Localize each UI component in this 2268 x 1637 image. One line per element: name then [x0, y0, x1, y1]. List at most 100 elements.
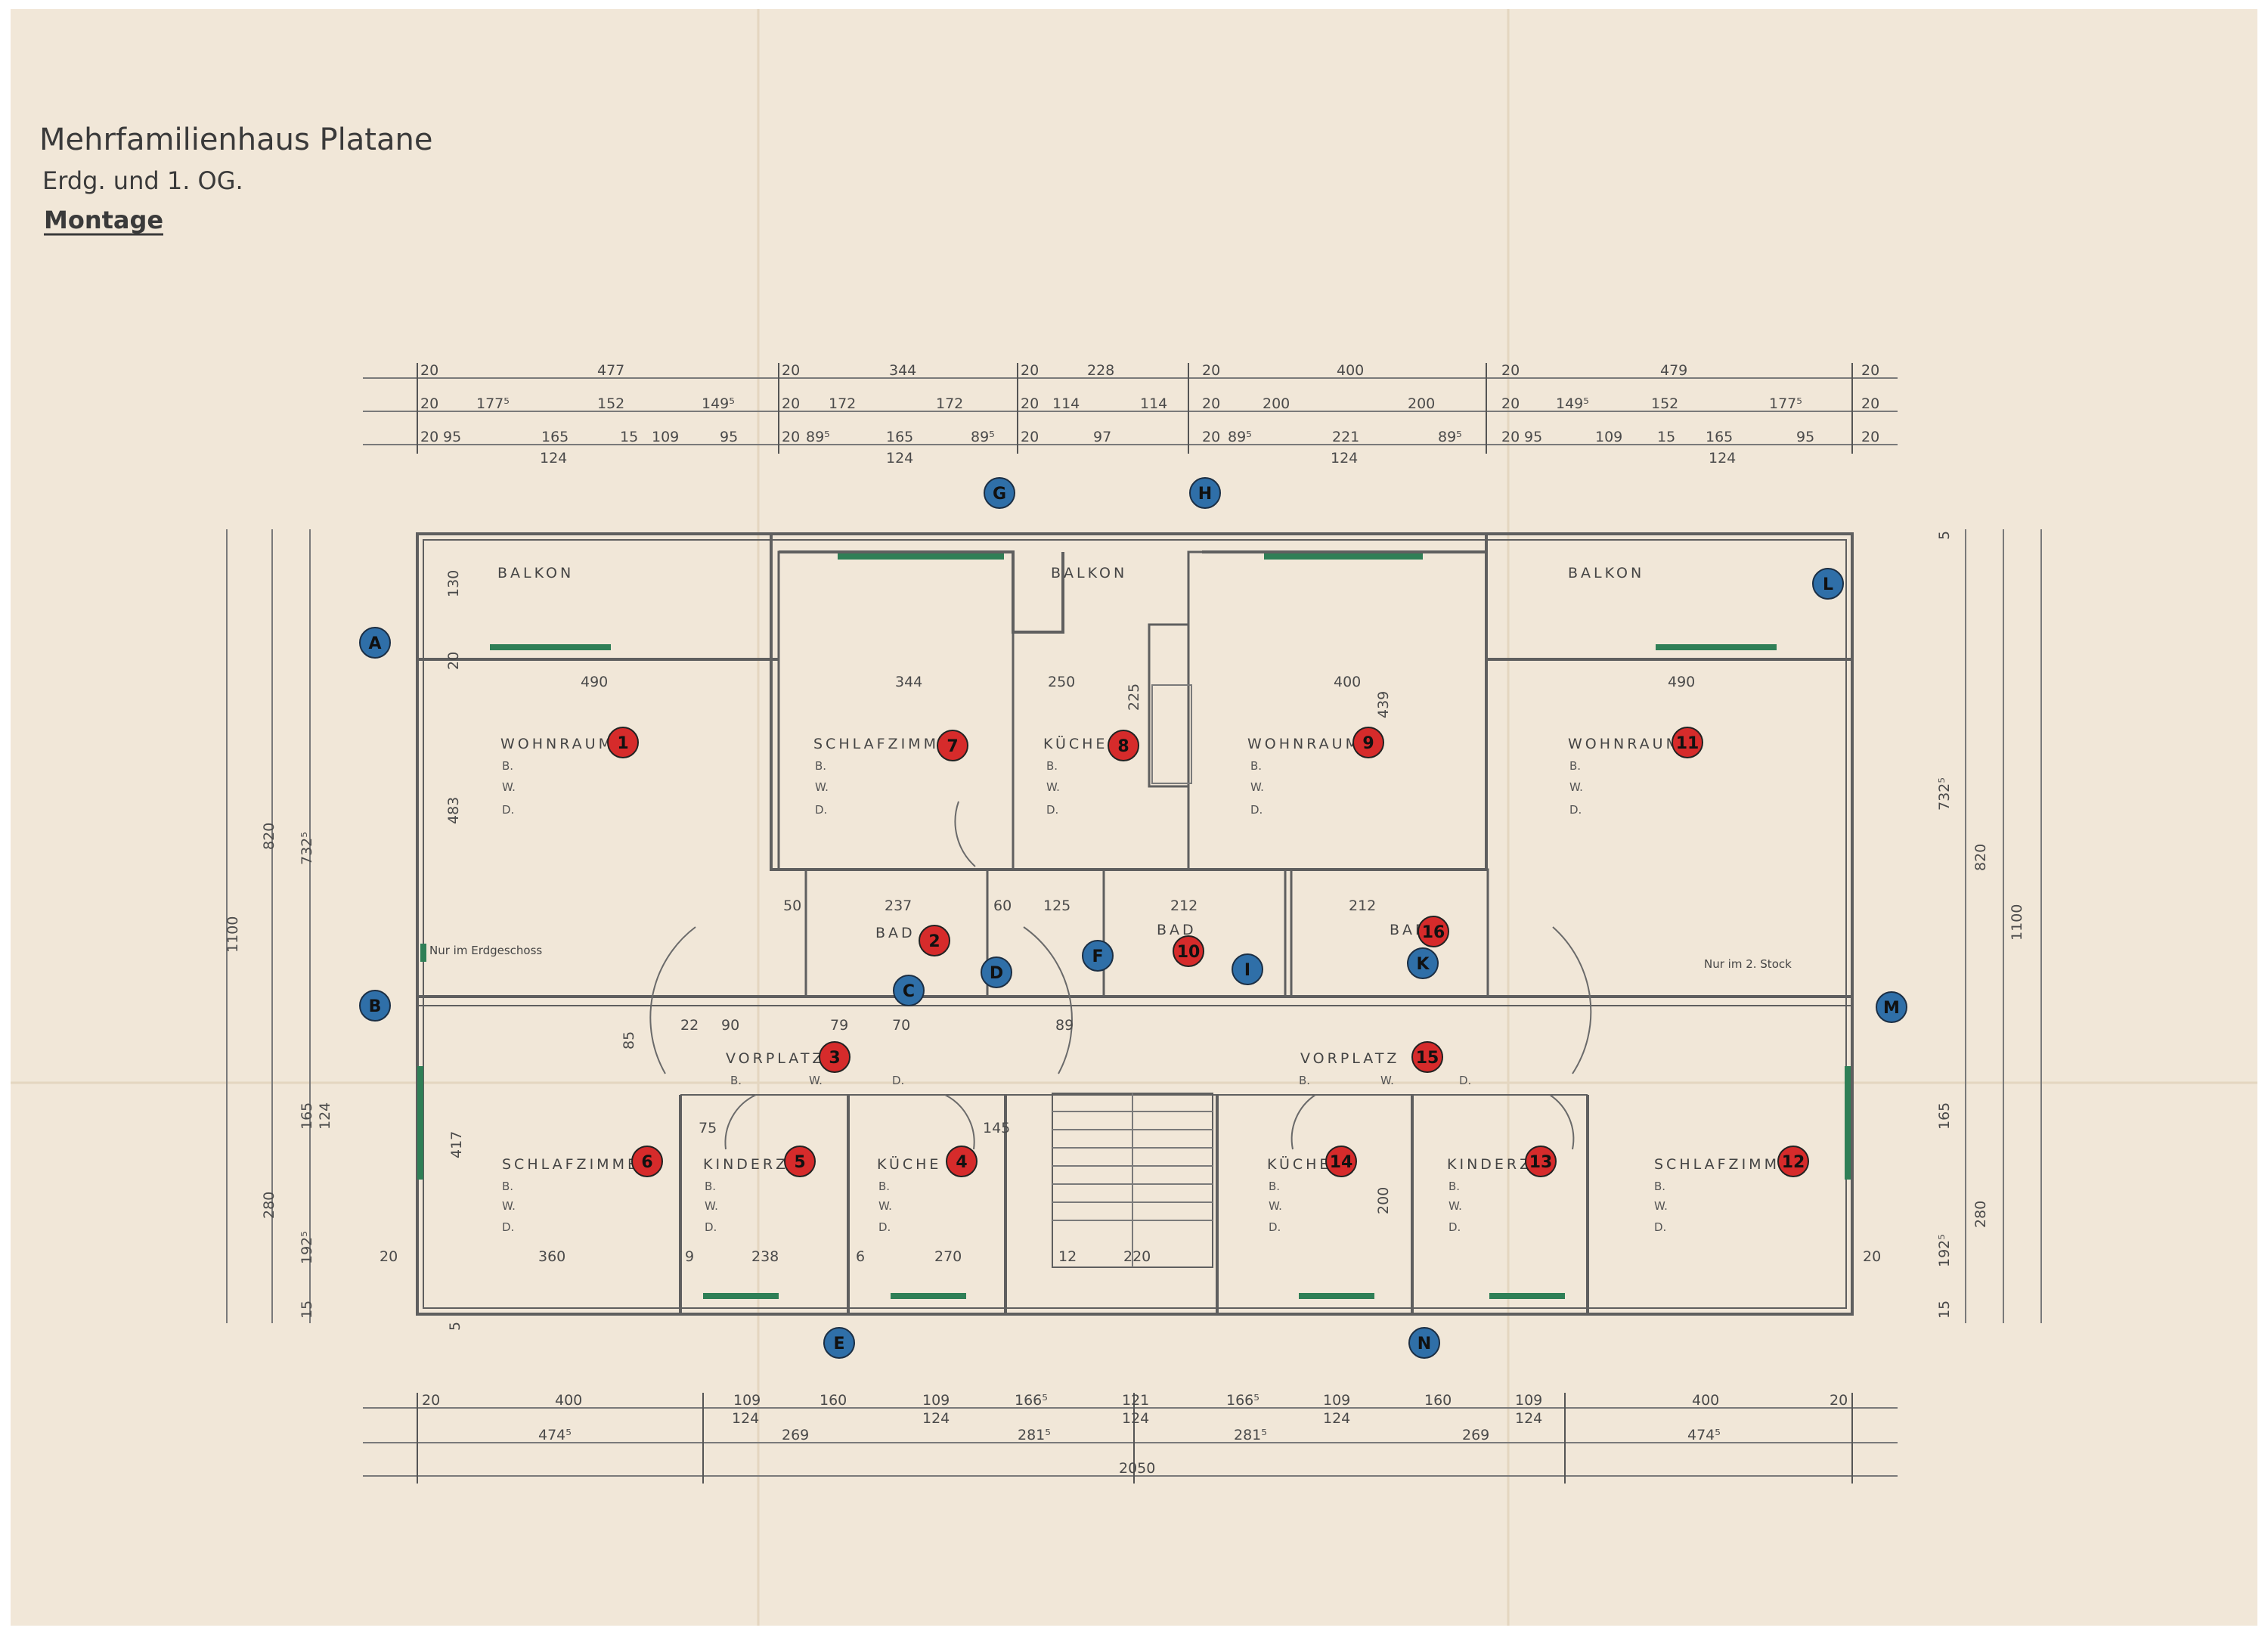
svg-text:14: 14 [1330, 1153, 1353, 1172]
room-label: SCHLAFZIMMER [502, 1156, 652, 1173]
dim-label: 70 [892, 1017, 910, 1034]
dim-label: 124 [1331, 450, 1358, 467]
dim-label: 479 [1660, 362, 1687, 379]
svg-text:10: 10 [1177, 943, 1201, 962]
dim-label: 200 [1263, 395, 1290, 412]
room-label: WOHNRAUM [1568, 736, 1681, 752]
room-marker-1: 1 [607, 727, 639, 758]
window [1845, 1066, 1851, 1180]
svg-text:G: G [993, 485, 1006, 504]
dim-label: 15 [620, 429, 638, 445]
bwd-b: B. [815, 759, 826, 773]
bwd-d: D. [892, 1074, 904, 1087]
bwd-b: B. [1250, 759, 1262, 773]
dim-label: 124 [732, 1410, 759, 1427]
room-marker-9: 9 [1352, 727, 1384, 758]
marker-l: L [1812, 568, 1844, 600]
bwd-b: B. [705, 1180, 716, 1193]
dim-label: 400 [1337, 362, 1364, 379]
dim-label: 5 [1936, 531, 1953, 540]
svg-text:C: C [903, 982, 915, 1001]
door-swings [649, 801, 1592, 1150]
dim-label: 490 [1668, 674, 1695, 690]
dim-label: 20 [1021, 395, 1039, 412]
reference-markers: A B C D E F G H I K L M N [359, 477, 1907, 1359]
dimension-ticks [417, 363, 1853, 1484]
dim-label: 400 [555, 1392, 582, 1409]
room-bwd-notes: B. W. D. B. W. D. B. W. D. B. W. D. B. W… [502, 759, 1668, 1234]
svg-text:A: A [368, 634, 381, 653]
dim-label: 124 [922, 1410, 950, 1427]
dim-label: 20 [1501, 395, 1520, 412]
bwd-d: D. [1654, 1220, 1666, 1234]
dim-label: 152 [1651, 395, 1678, 412]
marker-g: G [984, 477, 1015, 509]
dim-label: 2050 [1119, 1460, 1155, 1477]
dim-label: 89⁵ [971, 429, 995, 445]
marker-n: N [1408, 1327, 1440, 1359]
bwd-d: D. [878, 1220, 891, 1234]
dim-label: 152 [597, 395, 624, 412]
top-dimensions: 20 477 20 344 20 228 20 400 20 479 20 20… [420, 362, 1879, 467]
dim-label: 177⁵ [476, 395, 510, 412]
dim-label: 280 [1972, 1201, 1989, 1228]
window [891, 1293, 966, 1299]
dim-label: 165 [1706, 429, 1733, 445]
svg-text:2: 2 [928, 932, 940, 951]
dim-label: 732⁵ [1936, 777, 1953, 811]
dim-label: 125 [1043, 898, 1070, 914]
dim-label: 160 [1424, 1392, 1452, 1409]
dim-label: 12 [1058, 1248, 1077, 1265]
dim-label: 400 [1692, 1392, 1719, 1409]
room-marker-13: 13 [1525, 1146, 1557, 1177]
dim-label: 109 [1595, 429, 1622, 445]
window [1299, 1293, 1374, 1299]
bwd-w: W. [1654, 1199, 1668, 1213]
marker-a: A [359, 627, 391, 659]
dim-label: 474⁵ [1687, 1427, 1721, 1443]
dim-label: 177⁵ [1769, 395, 1802, 412]
room-label: SCHLAFZIMMER [813, 736, 964, 752]
paper-background [11, 9, 2257, 1626]
room-label: SCHLAFZIMMER [1654, 1156, 1805, 1173]
dim-label: 15 [1936, 1301, 1953, 1319]
bwd-d: D. [1269, 1220, 1281, 1234]
dim-label: 114 [1140, 395, 1167, 412]
dim-label: 165 [541, 429, 569, 445]
room-label: KINDERZ. [1447, 1156, 1540, 1173]
svg-text:1: 1 [617, 734, 628, 753]
dim-label: 344 [895, 674, 922, 690]
room-label: VORPLATZ [1300, 1050, 1399, 1067]
svg-text:3: 3 [829, 1049, 840, 1068]
window [1489, 1293, 1565, 1299]
dim-label: 124 [1515, 1410, 1542, 1427]
dim-label: 439 [1375, 691, 1392, 718]
room-marker-6: 6 [631, 1146, 663, 1177]
dim-label: 95 [443, 429, 461, 445]
dim-label: 160 [820, 1392, 847, 1409]
room-label: BALKON [1051, 565, 1127, 581]
svg-text:8: 8 [1117, 737, 1129, 756]
svg-text:9: 9 [1362, 734, 1374, 753]
marker-f: F [1082, 940, 1114, 972]
room-marker-14: 14 [1325, 1146, 1357, 1177]
dim-label: 280 [261, 1192, 277, 1219]
dim-label: 20 [1501, 429, 1520, 445]
bwd-w: W. [1046, 780, 1060, 794]
bwd-b: B. [1269, 1180, 1280, 1193]
dim-label: 90 [721, 1017, 739, 1034]
svg-text:L: L [1823, 575, 1833, 594]
right-dimensions: 1100 820 732⁵ 280 165 192⁵ 15 5 20 [1863, 531, 2025, 1319]
dim-label: 20 [782, 429, 800, 445]
svg-text:5: 5 [794, 1153, 805, 1172]
room-label: KÜCHE [1043, 735, 1108, 752]
bwd-d: D. [1459, 1074, 1471, 1087]
dim-label: 89⁵ [1228, 429, 1252, 445]
dim-label: 20 [420, 395, 438, 412]
dim-label: 124 [1323, 1410, 1350, 1427]
dim-label: 165 [886, 429, 913, 445]
room-label: BAD [875, 925, 916, 941]
paper-folds [11, 9, 2257, 1626]
marker-d: D [981, 956, 1012, 988]
dim-label: 166⁵ [1226, 1392, 1259, 1409]
